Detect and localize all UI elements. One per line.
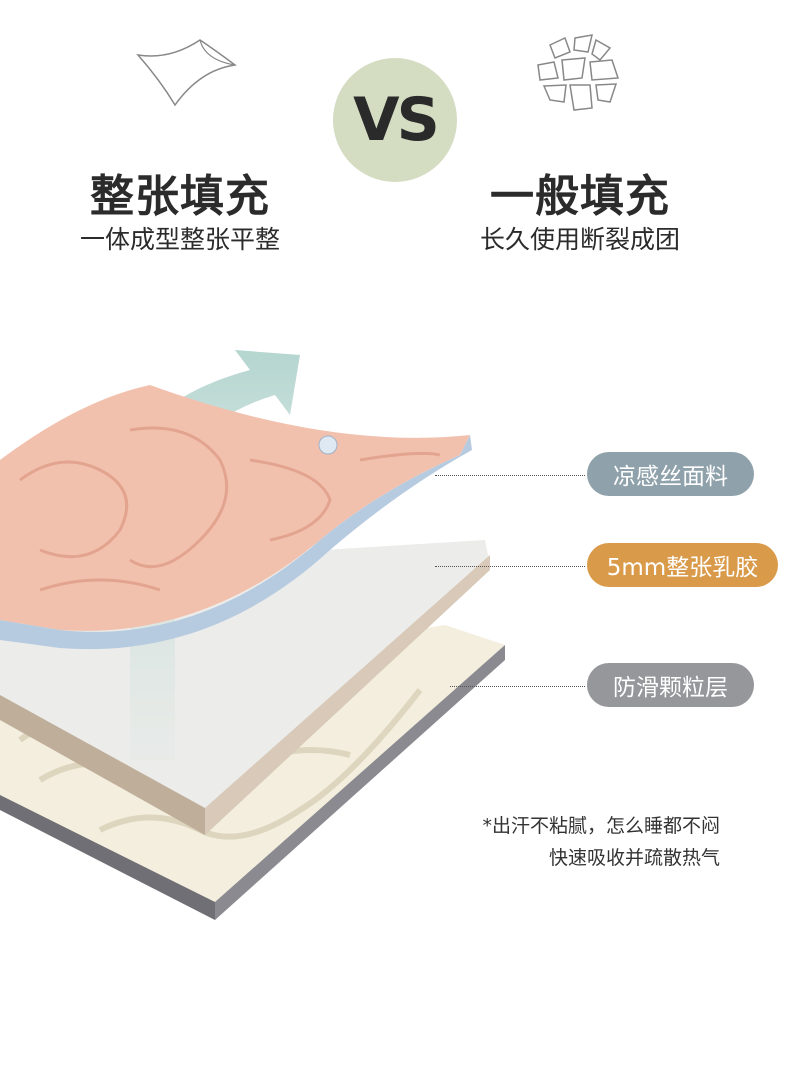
layer-illustration: [0, 350, 505, 920]
water-droplet-icon: [318, 435, 338, 455]
leader-line: [435, 475, 585, 476]
leader-line: [450, 686, 585, 687]
whole-sheet-icon: [136, 39, 237, 107]
cool-silk-fabric-layer: [0, 385, 472, 650]
note-line-2: 快速吸收并疏散热气: [548, 847, 720, 869]
left-subtitle: 一体成型整张平整: [79, 225, 280, 254]
label-latex: 5mm整张乳胶: [587, 543, 778, 587]
broken-pieces-icon: [537, 34, 620, 111]
leader-line: [435, 566, 585, 567]
label-cool-silk-fabric: 凉感丝面料: [587, 452, 754, 496]
label-anti-slip: 防滑颗粒层: [587, 663, 754, 707]
note-line-1: *出汗不粘腻，怎么睡都不闷: [482, 815, 720, 837]
right-title: 一般填充: [490, 171, 670, 222]
left-title: 整张填充: [90, 171, 270, 222]
vs-badge: VS: [333, 58, 457, 182]
right-subtitle: 长久使用断裂成团: [479, 225, 680, 254]
